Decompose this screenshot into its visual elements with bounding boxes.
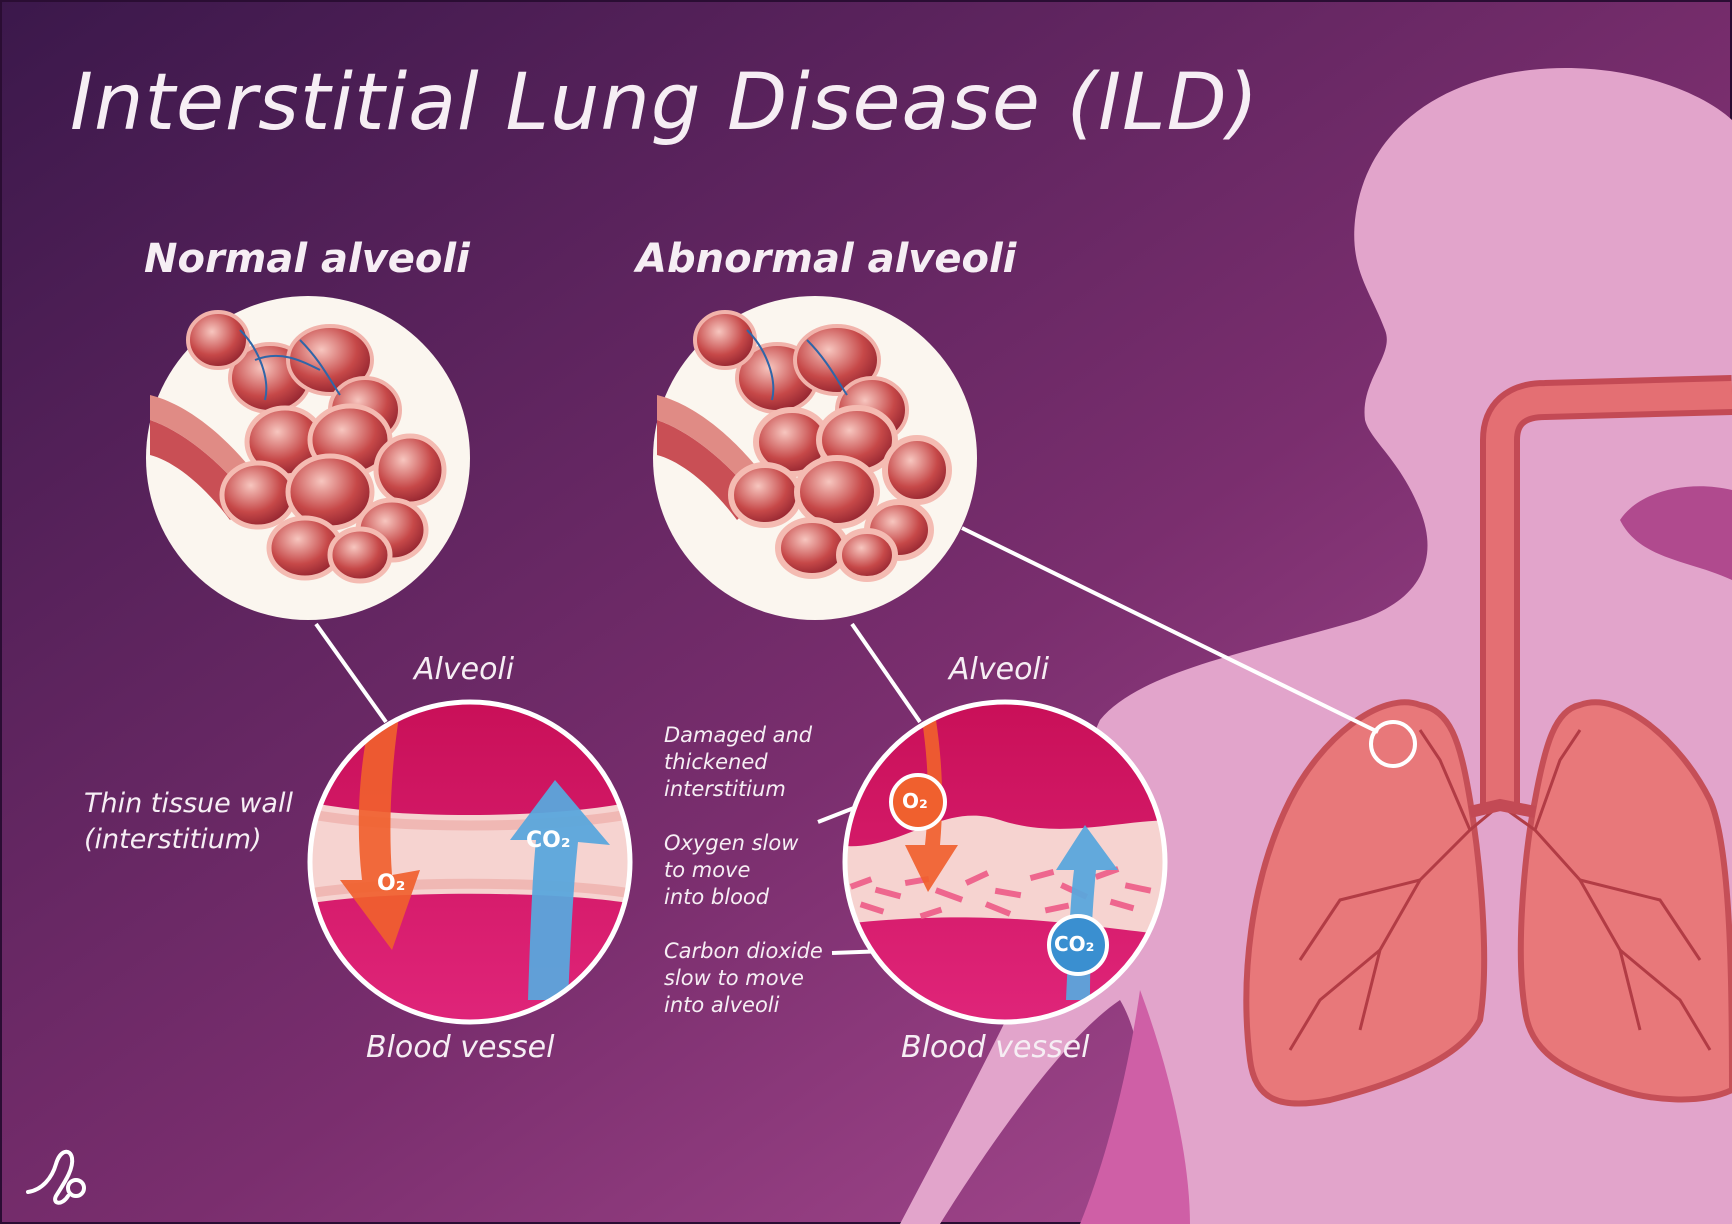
note2-line1: Oxygen slow — [664, 831, 799, 855]
shoulder-shape — [1620, 486, 1732, 580]
thin-tissue-wall-line1: Thin tissue wall — [84, 788, 293, 819]
trachea-highlight — [1486, 381, 1732, 805]
normal-alveoli-illustration — [146, 296, 470, 620]
abnormal-co2-label: CO₂ — [1054, 932, 1095, 956]
note1-line3: interstitium — [664, 777, 786, 801]
bronchi — [1288, 729, 1712, 1051]
normal-o2-label: O₂ — [377, 871, 406, 896]
note2-line2: to move — [664, 858, 751, 882]
co2-badge — [1047, 914, 1109, 976]
bronchus-split — [1468, 798, 1537, 818]
abnormal-o2-label: O₂ — [902, 789, 928, 813]
abnormal-alveoli-heading: Abnormal alveoli — [636, 236, 1017, 282]
thin-tissue-wall-label: Thin tissue wall (interstitium) — [84, 786, 293, 858]
logo-glyph-icon — [26, 1149, 86, 1205]
note1-line1: Damaged and — [664, 723, 813, 747]
note2-line3: into blood — [664, 885, 770, 909]
carbon-dioxide-slow-note: Carbon dioxide slow to move into alveoli — [664, 938, 823, 1019]
note3-line1: Carbon dioxide — [664, 939, 823, 963]
lung-zoom-marker — [1369, 720, 1417, 768]
abnormal-alveoli-illustration — [653, 296, 977, 620]
abnormal-gas-exchange — [842, 699, 1168, 1025]
note3-line3: into alveoli — [664, 993, 780, 1017]
normal-blood-vessel-label: Blood vessel — [366, 1030, 555, 1065]
normal-alveoli-label: Alveoli — [414, 652, 515, 687]
arm-shadow — [1080, 990, 1190, 1224]
abnormal-alveoli-label: Alveoli — [949, 652, 1050, 687]
normal-alveoli-heading: Normal alveoli — [144, 236, 470, 282]
normal-co2-label: CO₂ — [526, 828, 571, 853]
scar-tissue — [849, 866, 1152, 920]
thin-tissue-wall-line2: (interstitium) — [84, 824, 262, 855]
normal-gas-exchange — [307, 699, 633, 1025]
damaged-interstitium-note: Damaged and thickened interstitium — [664, 722, 812, 803]
abnormal-blood-vessel-label: Blood vessel — [901, 1030, 1090, 1065]
oxygen-slow-note: Oxygen slow to move into blood — [664, 830, 798, 911]
o2-badge — [889, 773, 947, 831]
note1-line2: thickened — [664, 750, 768, 774]
page-title: Interstitial Lung Disease (ILD) — [70, 58, 1260, 148]
note3-line2: slow to move — [664, 966, 804, 990]
